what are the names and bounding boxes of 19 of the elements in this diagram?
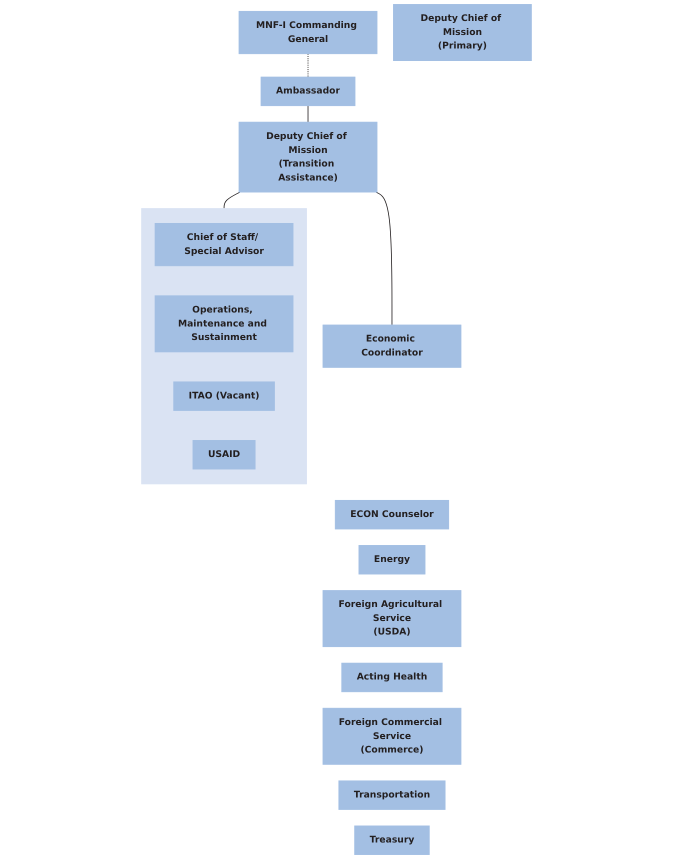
node-box: Transportation [338, 780, 446, 810]
node-box: Energy [358, 545, 426, 574]
node-box: Deputy Chief of Mission (Primary) [393, 4, 532, 62]
node-box: Treasury [354, 826, 430, 855]
node-box: Economic Coordinator [322, 324, 462, 368]
cluster [141, 208, 307, 484]
node-box: MNF-I Commanding General [238, 10, 378, 54]
node-box: ECON Counselor [334, 500, 450, 530]
node-box: Ambassador [260, 76, 356, 106]
node-box: Deputy Chief of Mission (Transition Assistance) [238, 122, 378, 192]
node-box: Chief of Staff/ Special Advisor [154, 222, 294, 266]
connector [224, 192, 240, 209]
node-box: Foreign Agricultural Service (USDA) [322, 590, 462, 648]
connector [376, 192, 392, 326]
node-box: Foreign Commercial Service (Commerce) [322, 708, 462, 765]
node-box: Acting Health [341, 662, 443, 692]
node-box: USAID [192, 440, 256, 470]
node-box: ITAO (Vacant) [173, 381, 275, 411]
node-box: Operations, Maintenance and Sustainment [154, 295, 294, 352]
